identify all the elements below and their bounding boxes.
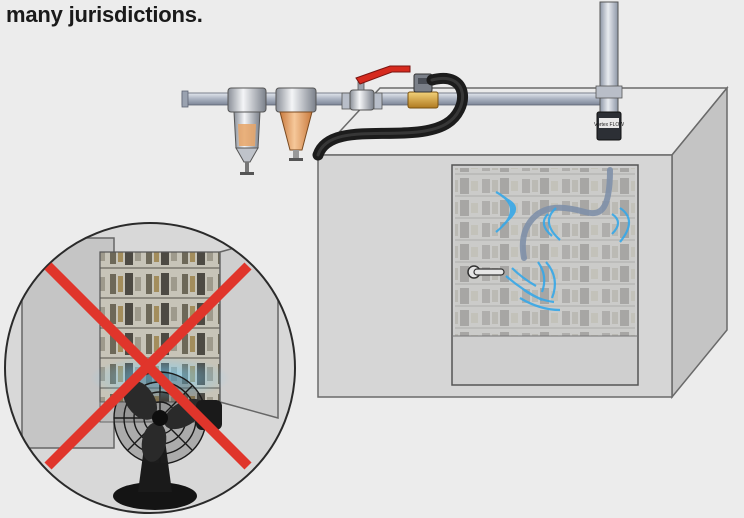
compressed-air-line: Vortex FLOW	[181, 1, 624, 175]
air-filter-icon	[275, 87, 317, 161]
prohibited-cross-icon	[44, 262, 252, 470]
fan-cooling-inset	[4, 222, 296, 514]
cabinet-door-handle	[467, 265, 505, 279]
caption-text: many jurisdictions.	[6, 2, 203, 27]
flow-meter-label: Vortex FLOW	[594, 122, 624, 128]
air-filter-icon	[227, 87, 267, 175]
ball-valve-icon	[341, 65, 411, 111]
vortex-cooler-nozzle-icon	[495, 167, 631, 312]
valve-handle	[355, 65, 411, 85]
air-hose	[312, 72, 469, 161]
air-stream	[495, 191, 631, 312]
flow-meter: Vortex FLOW	[594, 1, 624, 141]
